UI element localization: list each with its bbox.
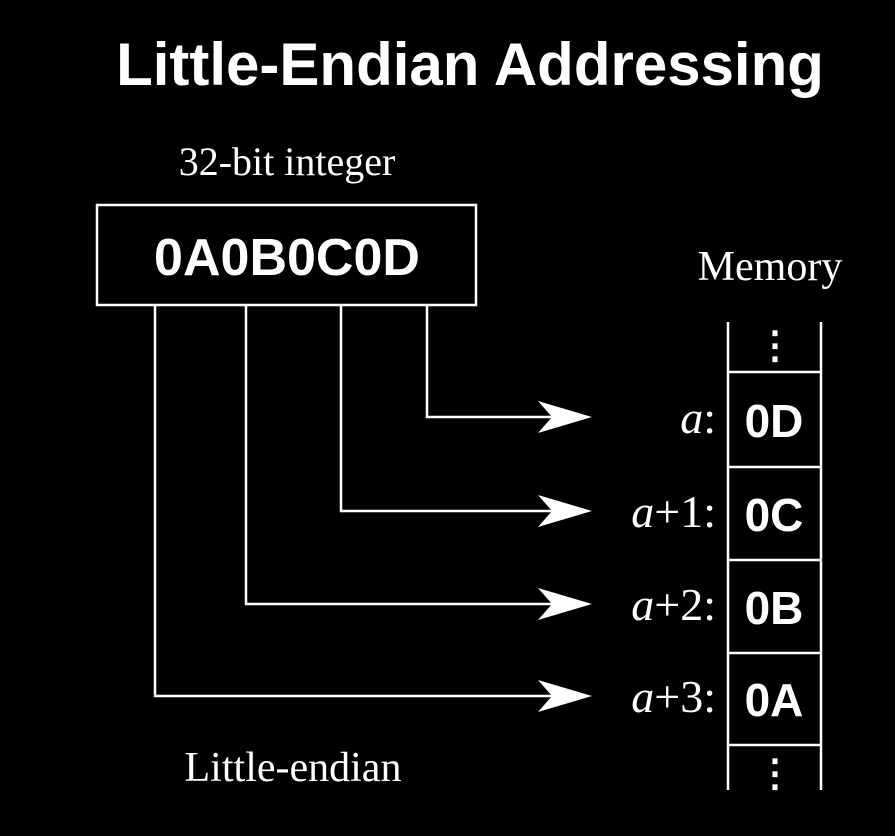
memory-row: a: 0D [425,305,804,447]
memory-byte: 0D [745,395,804,447]
integer-box [95,203,478,307]
address-label: a+3: [631,671,716,722]
diagram-title: Little-Endian Addressing [116,31,824,98]
memory-row: a+2: 0B [244,305,804,634]
memory-label: Memory [698,244,843,290]
integer-label: 32-bit integer [179,139,396,184]
address-label: a+1: [631,486,716,537]
memory-byte: 0C [745,489,804,541]
address-label: a: [680,392,716,443]
arrow-head [538,495,592,527]
integer-value: 0A0B0C0D [154,229,420,287]
memory-row: a+1: 0C [339,305,804,541]
connector-line [153,305,560,698]
endianness-label: Little-endian [185,745,402,791]
memory-ellipsis-bottom: ⋮ [756,753,794,795]
memory-byte: 0B [745,582,804,634]
memory-ellipsis-top: ⋮ [756,325,794,367]
connector-line [425,305,560,419]
connector-line [244,305,560,606]
address-label: a+2: [631,579,716,630]
arrow-head [538,680,592,712]
arrow-head [538,401,592,433]
memory-byte: 0A [745,674,804,726]
connector-line [339,305,560,513]
memory-row: a+3: 0A [153,305,804,726]
arrow-head [538,588,592,620]
memory-column: ⋮ ⋮ [726,322,823,795]
